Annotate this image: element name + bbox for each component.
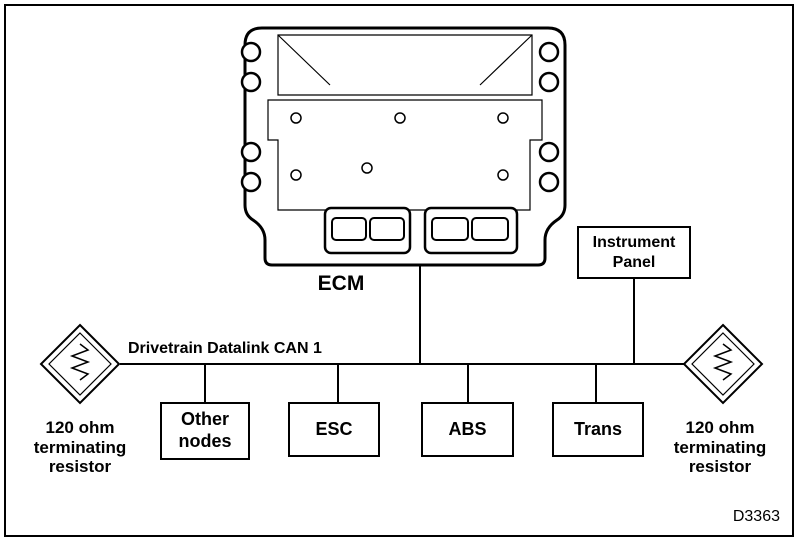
resistor-left-line1: 120 ohm	[45, 418, 115, 437]
trans-box: Trans	[552, 402, 644, 457]
resistor-left-line3: resistor	[48, 457, 112, 477]
instrument-panel-box: Instrument Panel	[577, 226, 691, 279]
resistor-right-line3: resistor	[688, 457, 752, 477]
figure-id: D3363	[732, 508, 780, 525]
mount-hole	[240, 41, 262, 63]
other-nodes-box: Other nodes	[160, 402, 250, 460]
trans-label: Trans	[573, 418, 623, 439]
resistor-right-line2: terminating	[673, 437, 767, 457]
mount-hole	[240, 71, 262, 93]
mount-hole	[538, 141, 560, 163]
esc-label: ESC	[315, 418, 353, 439]
mount-hole	[538, 171, 560, 193]
resistor-right-symbol	[682, 323, 764, 405]
other-nodes-line1: Other	[180, 409, 229, 430]
ecm-label: ECM	[317, 272, 365, 295]
mount-hole	[538, 71, 560, 93]
mount-hole	[240, 171, 262, 193]
ecm-module	[240, 26, 567, 267]
instrument-panel-line2: Panel	[612, 253, 656, 271]
bus-label: Drivetrain Datalink CAN 1	[128, 340, 322, 357]
other-nodes-line2: nodes	[178, 431, 232, 451]
resistor-right-line1: 120 ohm	[685, 418, 755, 437]
resistor-left-symbol	[39, 323, 121, 405]
resistor-left-line2: terminating	[33, 437, 127, 457]
ecm-connector-left	[323, 206, 412, 255]
esc-box: ESC	[288, 402, 380, 457]
mount-hole	[240, 141, 262, 163]
ecm-connector-right	[423, 206, 519, 255]
can-bus-wiring	[120, 265, 684, 402]
resistor-left-label: 120 ohm terminating resistor	[18, 418, 142, 477]
instrument-panel-line1: Instrument	[592, 234, 676, 252]
abs-box: ABS	[421, 402, 514, 457]
abs-label: ABS	[448, 418, 487, 439]
mount-hole	[538, 41, 560, 63]
resistor-right-label: 120 ohm terminating resistor	[658, 418, 782, 477]
